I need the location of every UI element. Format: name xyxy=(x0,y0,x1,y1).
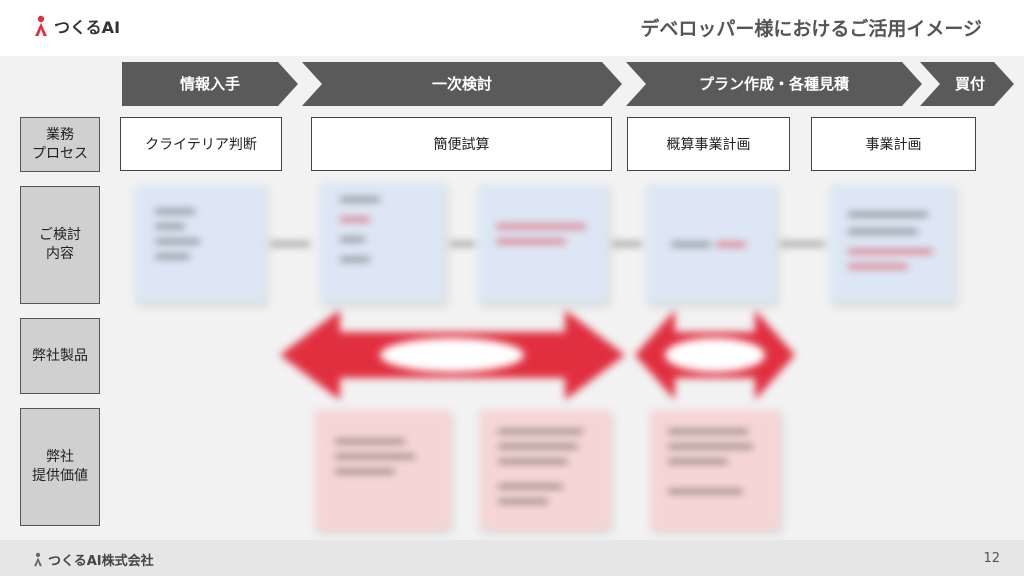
footer-company: つくるAI株式会社 xyxy=(48,554,154,569)
connector-arrow xyxy=(270,242,310,246)
page-title: デベロッパー様におけるご活用イメージ xyxy=(640,18,982,40)
row-label-considerations: ご検討 内容 xyxy=(20,186,100,304)
logo: つくるAI xyxy=(32,14,120,38)
process-criteria: クライテリア判断 xyxy=(120,117,282,171)
phase-label: 買付 xyxy=(954,75,985,93)
row-label-products: 弊社製品 xyxy=(20,318,100,394)
blurred-content xyxy=(110,175,1010,540)
phase-arrow-info: 情報入手 xyxy=(122,62,298,106)
consideration-card xyxy=(320,183,445,303)
process-business-plan: 事業計画 xyxy=(811,117,976,171)
footer: つくるAI株式会社 12 xyxy=(0,540,1024,576)
process-simple-estimate: 簡便試算 xyxy=(311,117,612,171)
connector-arrow xyxy=(612,242,642,246)
phase-label: 情報入手 xyxy=(179,75,240,93)
connector-arrow xyxy=(450,242,475,246)
phase-arrow-first-review: 一次検討 xyxy=(302,62,622,106)
consideration-card xyxy=(646,185,776,303)
page-number: 12 xyxy=(983,551,1000,566)
phase-arrow-plan: プラン作成・各種見積 xyxy=(626,62,922,106)
footer-logo: つくるAI株式会社 xyxy=(32,550,154,569)
person-logo-icon xyxy=(34,552,42,567)
product-arrow-small xyxy=(635,310,795,400)
phase-label: 一次検討 xyxy=(431,75,492,93)
process-rough-business-plan: 概算事業計画 xyxy=(627,117,790,171)
row-label-value: 弊社 提供価値 xyxy=(20,408,100,526)
consideration-card xyxy=(478,185,608,303)
header: つくるAI デベロッパー様におけるご活用イメージ xyxy=(0,0,1024,56)
row-label-business-process: 業務 プロセス xyxy=(20,117,100,172)
consideration-card xyxy=(830,185,955,303)
consideration-card xyxy=(135,185,265,303)
phase-arrow-purchase: 買付 xyxy=(920,62,1014,106)
value-card xyxy=(315,410,450,530)
phase-label: プラン作成・各種見積 xyxy=(698,75,849,93)
value-card xyxy=(480,410,610,530)
person-logo-icon xyxy=(32,15,50,37)
product-arrow-large xyxy=(280,310,625,400)
connector-arrow xyxy=(780,242,825,246)
logo-text: つくるAI xyxy=(54,18,121,37)
value-card xyxy=(650,410,780,530)
